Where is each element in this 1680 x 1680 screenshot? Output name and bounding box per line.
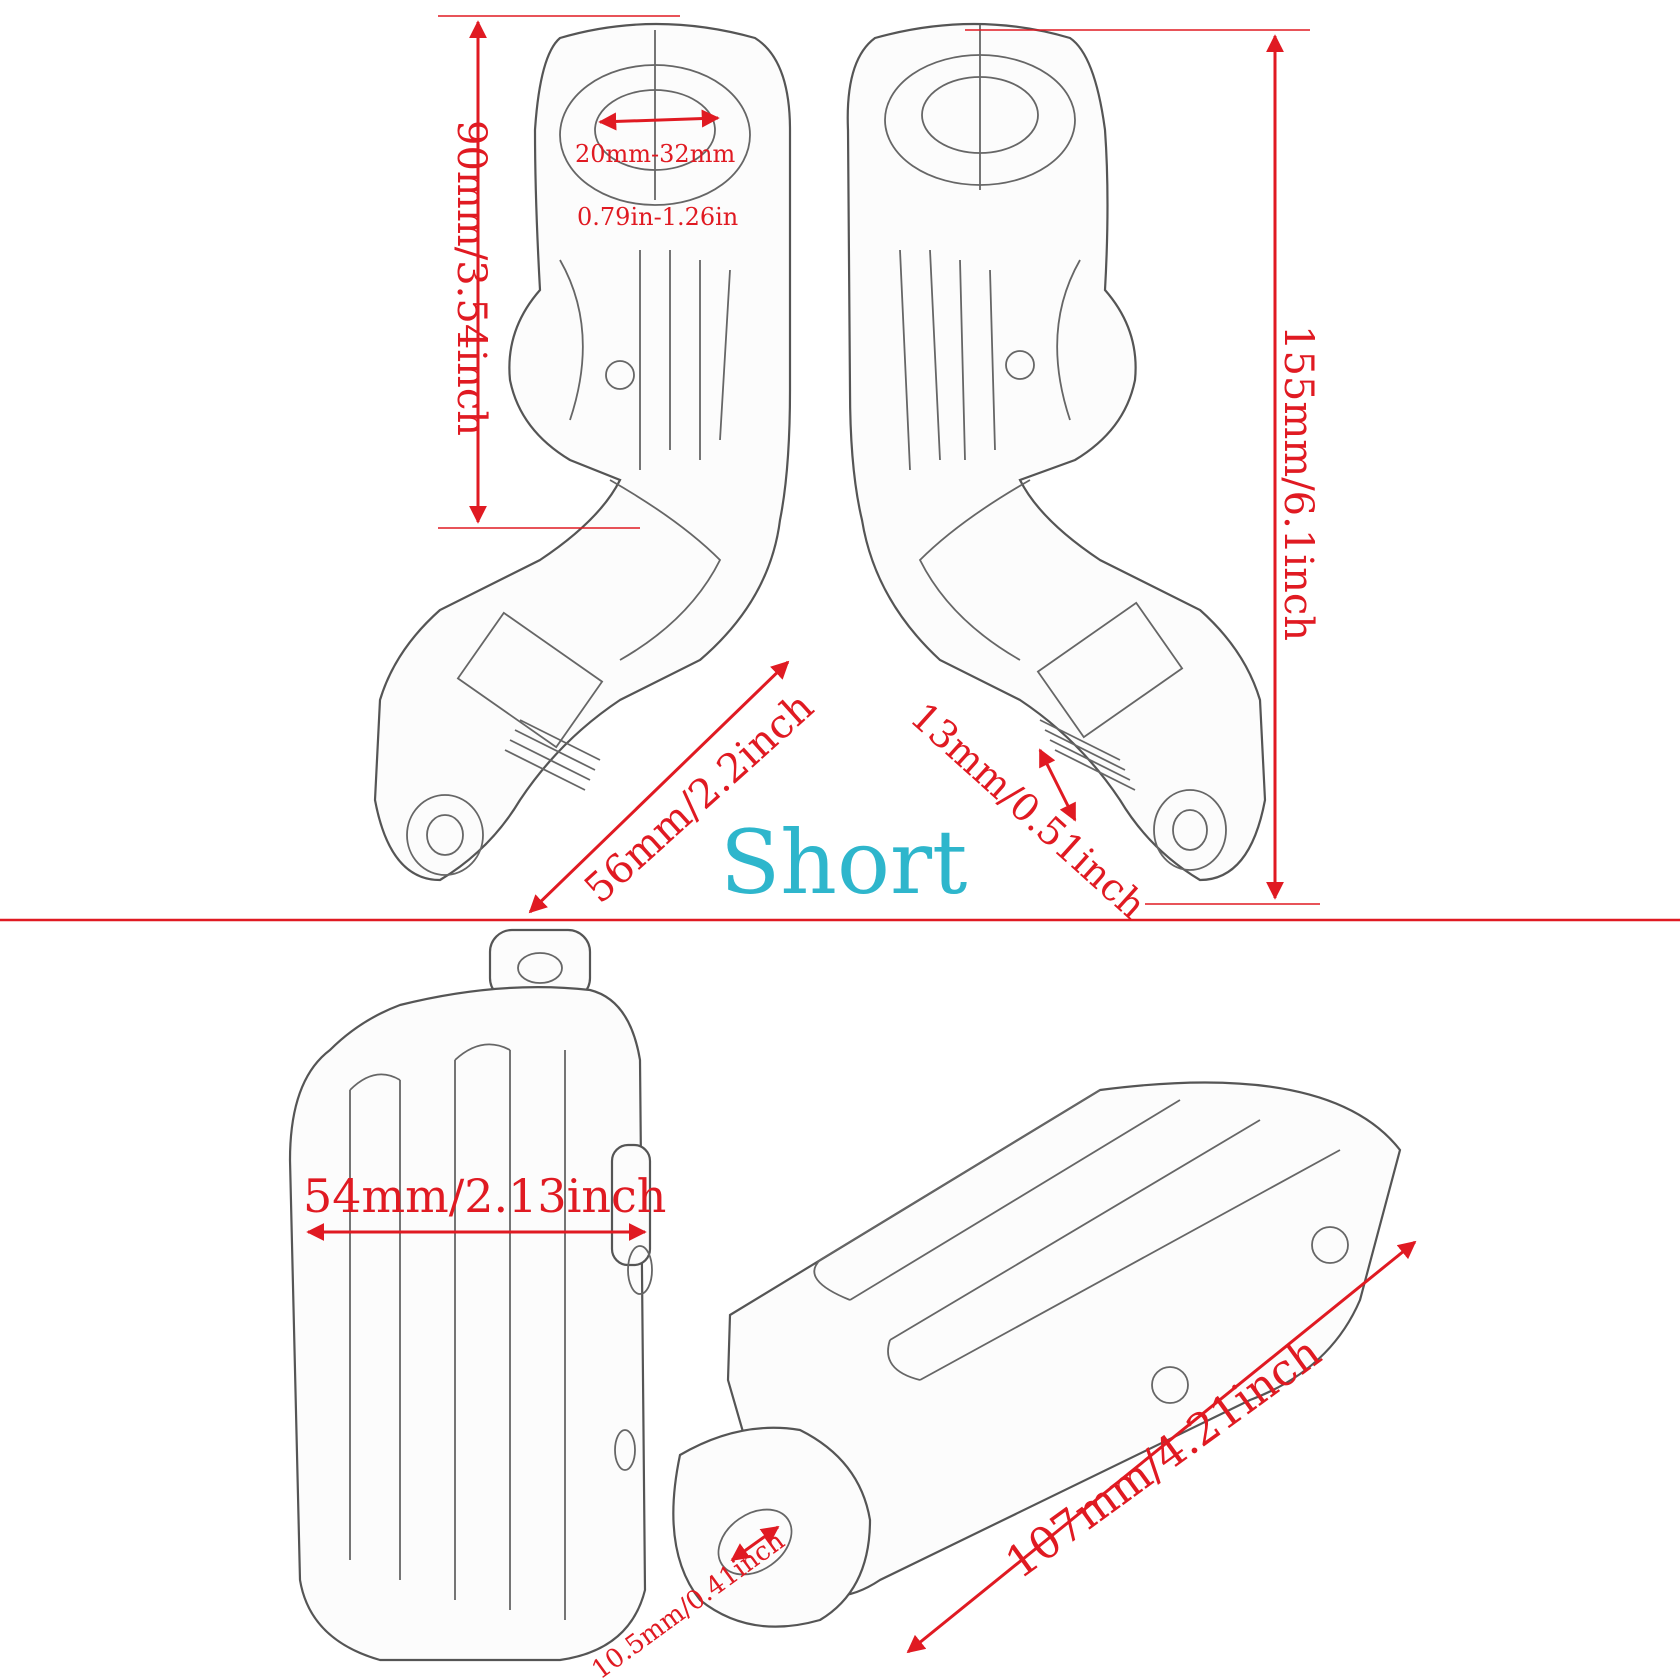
dimension-total-height: 155mm/6.1inch <box>965 29 1321 905</box>
right-mount-bracket <box>846 22 1267 882</box>
dimension-clamp-diameter: 20mm-32mm 0.79in-1.26in <box>575 109 738 231</box>
dimension-left-height: 90mm/3.54inch <box>438 15 680 529</box>
variant-title: Short <box>720 811 967 914</box>
label-peg-width: 54mm/2.13inch <box>303 1169 666 1223</box>
left-footpeg <box>288 928 653 1662</box>
label-left-height: 90mm/3.54inch <box>448 120 494 436</box>
label-clamp-in: 0.79in-1.26in <box>577 203 738 231</box>
dimension-peg-width: 54mm/2.13inch <box>303 1169 666 1241</box>
label-total-height: 155mm/6.1inch <box>1275 325 1321 641</box>
label-clamp-mm: 20mm-32mm <box>575 140 735 168</box>
